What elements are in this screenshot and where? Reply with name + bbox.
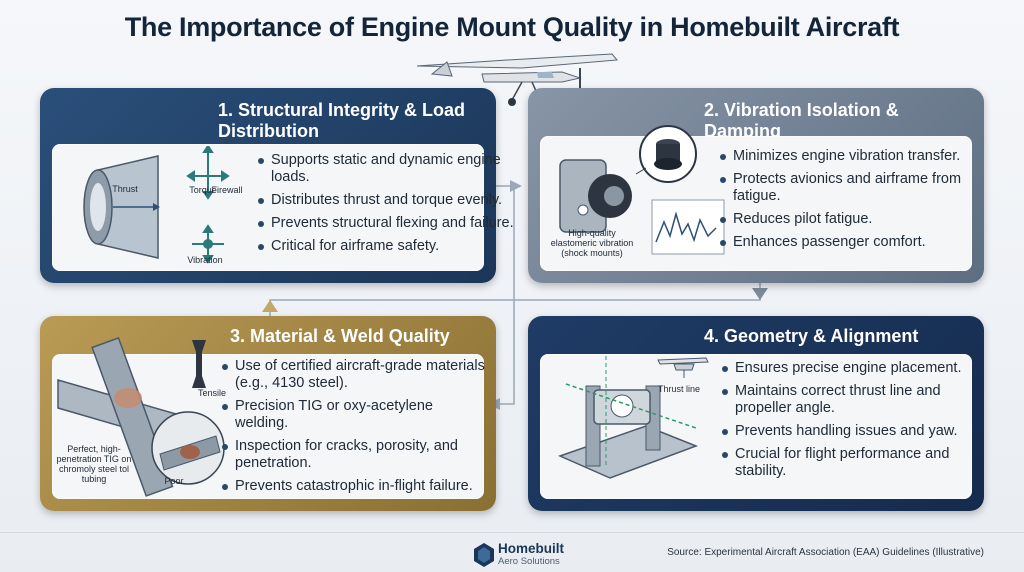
list-item: Protects avionics and airframe from fati…: [720, 171, 970, 205]
list-item: Precision TIG or oxy-acetylene welding.: [222, 398, 488, 432]
thrust-line-label: Thrust line: [657, 384, 701, 394]
card-vibration-isolation: 2. Vibration Isolation & Damping High-qu…: [528, 88, 984, 283]
shock-mount-label: High-quality elastomeric vibration (shoc…: [550, 228, 634, 258]
list-item: Prevents structural flexing and failure.: [258, 215, 520, 232]
brand-subtitle: Aero Solutions: [498, 556, 560, 567]
list-item: Supports static and dynamic engine loads…: [258, 152, 520, 186]
card4-bullet-list: Ensures precise engine placement. Mainta…: [722, 360, 972, 486]
card-heading: 3. Material & Weld Quality: [230, 326, 450, 346]
firewall-label: Firewall: [211, 185, 243, 195]
brand-logo: Homebuilt Aero Solutions: [474, 541, 594, 569]
card-heading: 4. Geometry & Alignment: [704, 326, 919, 346]
torque-label: Torque: [189, 185, 217, 195]
thrust-label: Thrust: [112, 184, 138, 194]
weld-illustration: [57, 336, 225, 497]
card1-bullet-list: Supports static and dynamic engine loads…: [258, 152, 520, 261]
list-item: Ensures precise engine placement.: [722, 360, 972, 377]
list-item: Reduces pilot fatigue.: [720, 211, 970, 228]
footer-divider: [0, 532, 1024, 533]
perfect-weld-label: Perfect, high-penetration TIG on chromol…: [56, 444, 132, 484]
list-item: Maintains correct thrust line and propel…: [722, 383, 972, 417]
brand-name: Homebuilt: [498, 541, 564, 556]
hexagon-logo-icon: [474, 543, 494, 567]
list-item: Prevents catastrophic in-flight failure.: [222, 478, 488, 495]
list-item: Inspection for cracks, porosity, and pen…: [222, 438, 488, 472]
card2-bullet-list: Minimizes engine vibration transfer. Pro…: [720, 148, 970, 257]
list-item: Use of certified aircraft-grade material…: [222, 358, 488, 392]
tensile-label: Tensile: [197, 388, 226, 398]
list-item: Enhances passenger comfort.: [720, 234, 970, 251]
list-item: Distributes thrust and torque evenly.: [258, 192, 520, 209]
vibration-label: Vibration: [187, 255, 223, 265]
alignment-jig-illustration: [557, 356, 709, 479]
list-item: Crucial for flight performance and stabi…: [722, 446, 972, 480]
page-title: The Importance of Engine Mount Quality i…: [124, 12, 900, 42]
list-item: Critical for airframe safety.: [258, 238, 520, 255]
card3-bullet-list: Use of certified aircraft-grade material…: [222, 358, 488, 501]
source-note: Source: Experimental Aircraft Associatio…: [667, 547, 984, 558]
card-geometry-alignment: 4. Geometry & Alignment Thrust line: [528, 316, 984, 511]
shock-mount-illustration: [559, 125, 725, 255]
engine-mount-tube-illustration: [83, 146, 230, 264]
list-item: Prevents handling issues and yaw.: [722, 423, 972, 440]
poor-weld-label: Poor: [164, 476, 184, 486]
card-structural-integrity: 1. Structural Integrity & Load Distribut…: [40, 88, 496, 283]
list-item: Minimizes engine vibration transfer.: [720, 148, 970, 165]
card-material-weld-quality: 3. Material & Weld Quality Tensile Perfe…: [40, 316, 496, 511]
card-heading: 1. Structural Integrity & Load Distribut…: [218, 100, 466, 141]
